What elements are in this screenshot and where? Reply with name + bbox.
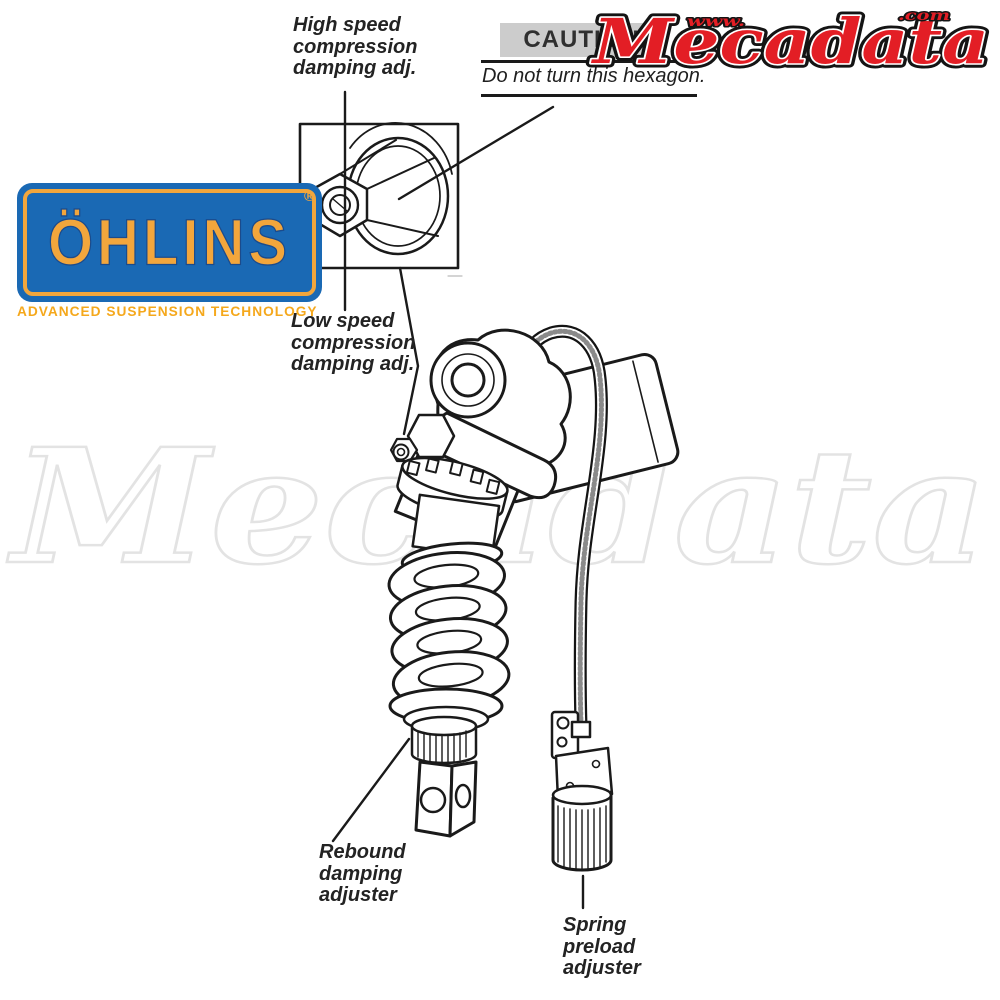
compression-adjuster-hex bbox=[389, 413, 456, 463]
callout-rebound-line3: adjuster bbox=[319, 884, 397, 906]
leader-rebound bbox=[331, 737, 411, 843]
callout-high-speed-line2: compression bbox=[293, 35, 418, 58]
callout-low-speed: Low speed compression damping adj. bbox=[291, 310, 416, 376]
ohlins-logo-frame: ÖHLINS bbox=[23, 189, 316, 296]
callout-high-speed-line3: damping adj. bbox=[293, 57, 417, 79]
callout-rebound-line2: damping bbox=[319, 862, 403, 885]
detail-hexagon-nut bbox=[311, 122, 453, 256]
callout-rebound-line1: Rebound bbox=[319, 841, 406, 863]
callout-low-speed-line3: damping adj. bbox=[291, 353, 415, 375]
mecadata-logo-outline: Mecadata bbox=[591, 5, 989, 78]
callout-low-speed-line2: compression bbox=[291, 331, 416, 354]
caution-rule-top bbox=[481, 60, 701, 63]
callout-low-speed-line1: Low speed bbox=[291, 310, 395, 332]
callout-preload-line2: preload bbox=[563, 935, 636, 958]
caution-rule-bottom bbox=[481, 94, 697, 97]
ohlins-logo: ÖHLINS ® bbox=[17, 183, 322, 302]
ohlins-wordmark: ÖHLINS bbox=[47, 205, 292, 279]
callout-preload-line1: Spring bbox=[563, 914, 627, 936]
caution-panel: CAUTION bbox=[500, 23, 663, 57]
caution-title: CAUTION bbox=[523, 26, 640, 53]
ohlins-tagline: ADVANCED SUSPENSION TECHNOLOGY bbox=[17, 303, 318, 319]
rebound-adjuster-knurl bbox=[410, 715, 478, 765]
callout-high-speed: High speed compression damping adj. bbox=[293, 14, 418, 80]
callout-rebound: Rebound damping adjuster bbox=[319, 841, 406, 907]
leader-inset-to-shock bbox=[398, 266, 420, 436]
leader-caution-to-hexagon bbox=[397, 105, 555, 201]
spring-coils bbox=[387, 551, 511, 709]
caution-note: Do not turn this hexagon. bbox=[482, 65, 706, 87]
preload-adjuster-knob bbox=[551, 784, 613, 872]
callout-preload: Spring preload adjuster bbox=[563, 914, 641, 980]
registered-trademark-icon: ® bbox=[303, 188, 315, 205]
clevis-mount bbox=[414, 760, 478, 838]
remote-hose bbox=[516, 324, 608, 733]
mecadata-logo: Mecadata Mecadata www. .com bbox=[586, 1, 993, 83]
mecadata-logo-com: .com bbox=[898, 8, 950, 24]
mecadata-logo-text: Mecadata bbox=[591, 5, 989, 78]
callout-preload-line3: adjuster bbox=[563, 957, 641, 979]
mecadata-logo-www: www. bbox=[687, 14, 745, 30]
callout-high-speed-line1: High speed bbox=[293, 14, 401, 36]
preload-adjuster-assembly bbox=[550, 710, 614, 872]
